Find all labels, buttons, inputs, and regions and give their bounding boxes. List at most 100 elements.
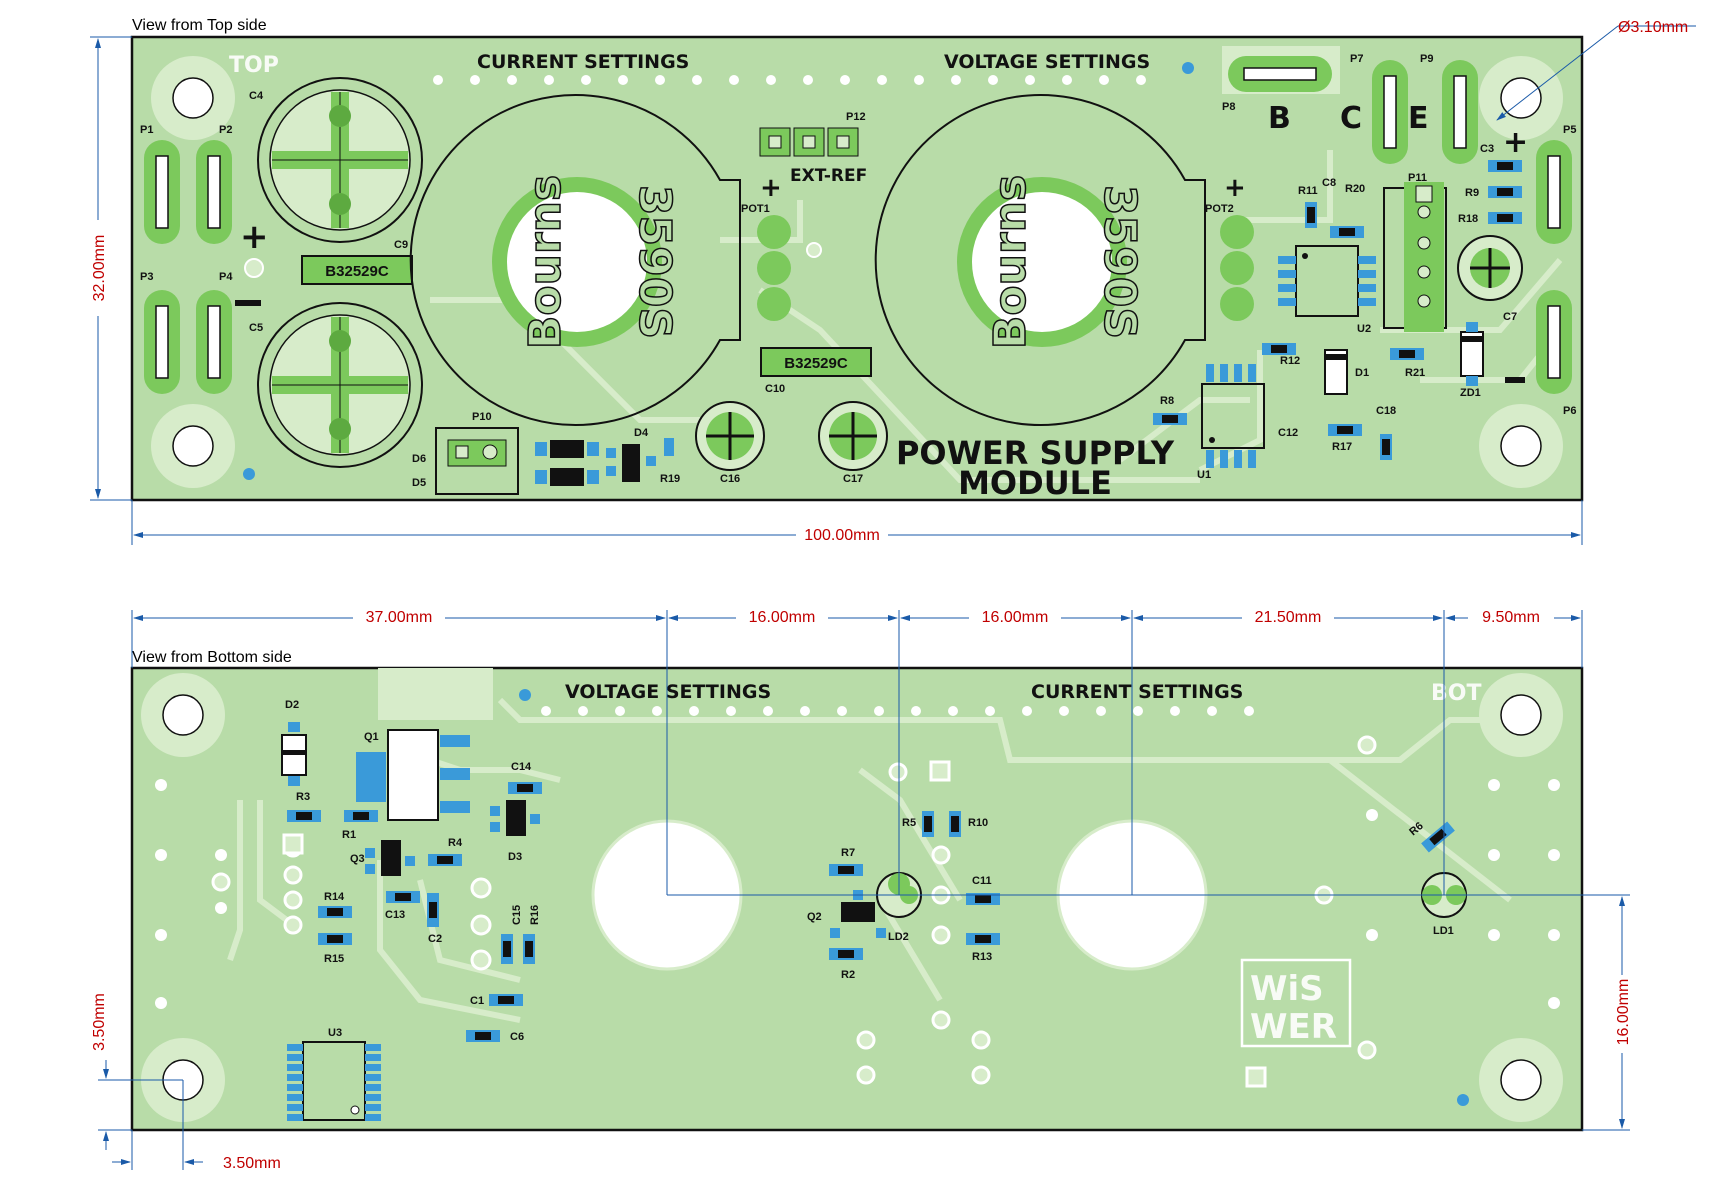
ref-r8: R8 xyxy=(1160,395,1174,407)
ref-p10: P10 xyxy=(472,411,492,423)
top-dimensions: 100.00mm 32.00mm Ø3.10mm xyxy=(86,19,1696,545)
ref-c12: C12 xyxy=(1278,427,1298,439)
ref-r5: R5 xyxy=(902,817,916,829)
ref-c7: C7 xyxy=(1503,311,1517,323)
ref-r13: R13 xyxy=(972,951,992,963)
ref-pot2: POT2 xyxy=(1205,203,1234,215)
board-title-line2: MODULE xyxy=(958,464,1112,502)
capacitor-c10: B32529C xyxy=(760,347,872,377)
ref-ld1: LD1 xyxy=(1433,925,1454,937)
ref-r16: R16 xyxy=(529,905,541,925)
ic-u1 xyxy=(1201,364,1265,468)
dim-21-5mm: 21.50mm xyxy=(1255,609,1322,626)
terminal-p3 xyxy=(144,290,180,394)
ref-c4: C4 xyxy=(249,90,264,102)
bottom-side-mark: BOT xyxy=(1431,681,1481,706)
capacitor-c5 xyxy=(257,302,423,468)
ref-c9: C9 xyxy=(394,239,408,251)
wiswer-logo: WiS WER xyxy=(1240,958,1352,1048)
ref-r3: R3 xyxy=(296,791,310,803)
logo-line1: WiS xyxy=(1250,969,1324,1009)
diode-d6 xyxy=(535,440,599,458)
ref-p1: P1 xyxy=(140,124,153,136)
logo-line2: WER xyxy=(1250,1007,1337,1047)
ref-d6: D6 xyxy=(412,453,426,465)
fiducial xyxy=(519,689,531,701)
pot2-brand: Bourns xyxy=(985,175,1036,349)
ref-r14: R14 xyxy=(324,891,345,903)
top-side-mark: TOP xyxy=(229,53,279,78)
ref-r9: R9 xyxy=(1465,187,1479,199)
terminal-p7 xyxy=(1372,60,1408,164)
ref-c16: C16 xyxy=(720,473,740,485)
ic-u2 xyxy=(1278,245,1376,317)
dim-hole-diameter: Ø3.10mm xyxy=(1618,19,1688,36)
board-title-line1: POWER SUPPLY xyxy=(896,434,1175,472)
ref-pot1: POT1 xyxy=(741,203,770,215)
mounting-hole xyxy=(151,404,235,488)
dim-16mm-a: 16.00mm xyxy=(749,609,816,626)
ref-r20: R20 xyxy=(1345,183,1365,195)
transistor-q1 xyxy=(356,729,470,821)
ref-r11: R11 xyxy=(1298,185,1318,197)
terminal-letter-c: C xyxy=(1340,101,1362,136)
ref-q3: Q3 xyxy=(350,853,365,865)
terminal-letter-e: E xyxy=(1408,101,1429,136)
fiducial xyxy=(1182,62,1194,74)
terminal-p9 xyxy=(1442,60,1478,164)
ref-r10: R10 xyxy=(968,817,988,829)
dim-37mm: 37.00mm xyxy=(366,609,433,626)
terminal-p2 xyxy=(196,140,232,244)
pot2-plus: + xyxy=(1224,173,1246,203)
ref-c10: C10 xyxy=(765,383,785,395)
terminal-p1 xyxy=(144,140,180,244)
mounting-hole xyxy=(1479,673,1563,757)
mounting-hole xyxy=(151,56,235,140)
ref-c14: C14 xyxy=(511,761,532,773)
capacitor-c9: B32529C xyxy=(301,255,413,285)
fiducial xyxy=(243,468,255,480)
ref-d5: D5 xyxy=(412,477,426,489)
ref-c15: C15 xyxy=(511,905,523,925)
top-board: TOP C4 C5 B32529C C9 xyxy=(130,35,1584,502)
mounting-hole xyxy=(1479,1038,1563,1122)
ref-d2: D2 xyxy=(285,699,299,711)
output-minus-mark xyxy=(1505,377,1525,383)
ref-c6: C6 xyxy=(510,1031,524,1043)
bottom-view-caption: View from Bottom side xyxy=(132,649,292,666)
bottom-board: BOT VOLTAGE SETTINGS CURRENT SETTINGS Wi… xyxy=(130,666,1584,1132)
ref-c18: C18 xyxy=(1376,405,1396,417)
ref-p6: P6 xyxy=(1563,405,1576,417)
top-view-caption: View from Top side xyxy=(132,17,267,34)
ref-p12: P12 xyxy=(846,111,866,123)
ref-r19: R19 xyxy=(660,473,680,485)
input-plus-mark: + xyxy=(240,217,269,257)
fiducial xyxy=(1457,1094,1469,1106)
ref-c3: C3 xyxy=(1480,143,1494,155)
capacitor-c4 xyxy=(257,77,423,243)
ref-r12: R12 xyxy=(1280,355,1300,367)
via-grid xyxy=(155,779,1560,1009)
ref-c17: C17 xyxy=(843,473,863,485)
pot1-plus: + xyxy=(760,173,782,203)
ref-u3: U3 xyxy=(328,1027,342,1039)
transistor-q3 xyxy=(365,840,415,876)
terminal-p5 xyxy=(1536,140,1572,244)
terminal-p6 xyxy=(1536,290,1572,394)
ref-d1: D1 xyxy=(1355,367,1369,379)
top-heading-voltage: VOLTAGE SETTINGS xyxy=(944,51,1150,73)
ref-d4: D4 xyxy=(634,427,649,439)
dim-9-5mm: 9.50mm xyxy=(1482,609,1540,626)
output-plus-mark: + xyxy=(1503,125,1528,160)
dim-board-width: 100.00mm xyxy=(804,527,880,544)
potentiometer-pot2: Bourns 3590S xyxy=(874,94,1254,426)
ref-p2: P2 xyxy=(219,124,232,136)
ref-q1: Q1 xyxy=(364,731,379,743)
ref-r1: R1 xyxy=(342,829,356,841)
mounting-hole xyxy=(141,673,225,757)
diode-d1 xyxy=(1324,349,1348,395)
capacitor-c16 xyxy=(695,401,765,471)
mounting-hole xyxy=(1479,404,1563,488)
capacitor-c17 xyxy=(818,401,888,471)
